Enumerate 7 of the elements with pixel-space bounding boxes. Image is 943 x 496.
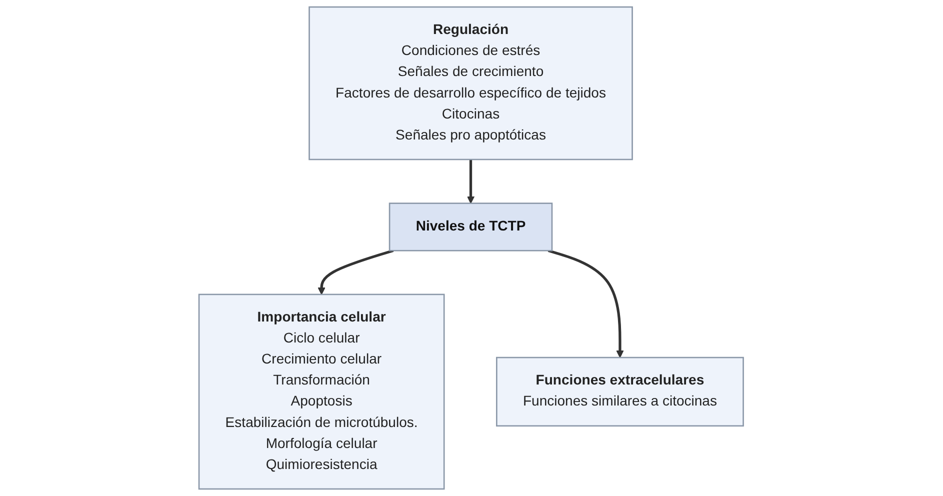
arrow — [548, 249, 624, 358]
node-box: Niveles de TCTP — [389, 202, 553, 252]
node-box: Regulación Condiciones de estrés Señales de crecimiento Factores de desarrollo específico de tejidos Citocinas Señales pro apoptóticas — [308, 6, 634, 160]
node-box: Importancia celular Ciclo celular Crecimiento celular Transformación Apoptosis Estabilización de microtúbulos. Morfología celular Quimioresistencia — [198, 294, 446, 490]
arrow — [318, 249, 394, 295]
arrow — [467, 159, 475, 204]
node-box: Funciones extracelulares Funciones similares a citocinas — [496, 356, 744, 427]
